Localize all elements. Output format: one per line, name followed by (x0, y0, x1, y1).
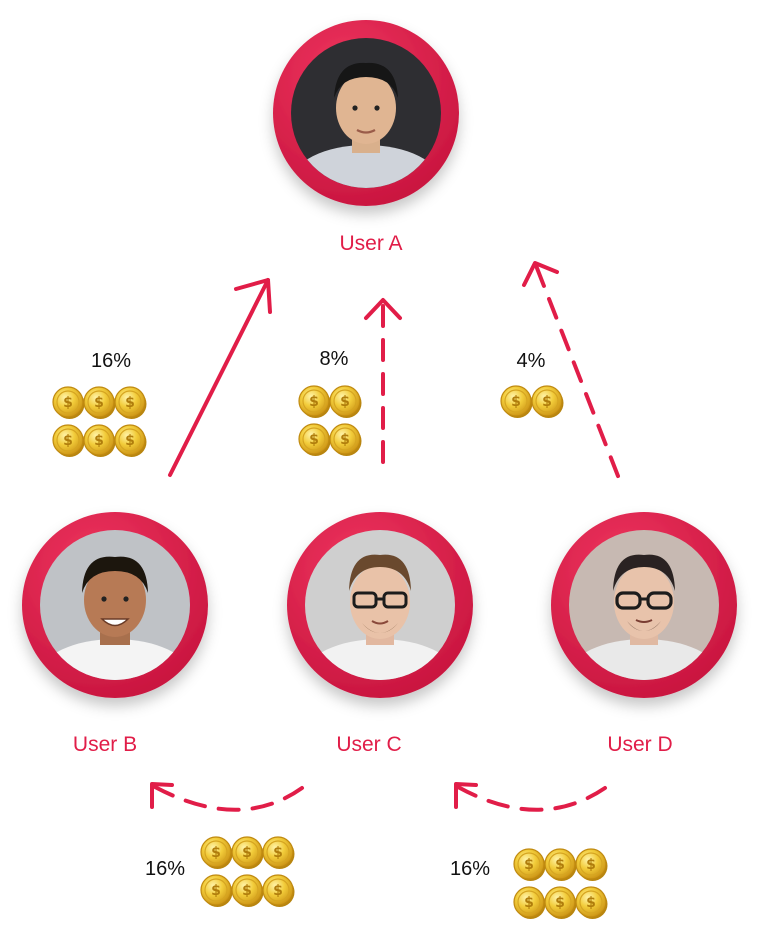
arrowhead-c-to-a (364, 298, 402, 320)
transfer-arrows (150, 261, 620, 812)
svg-text:$: $ (211, 845, 221, 861)
svg-text:$: $ (211, 883, 221, 899)
svg-text:$: $ (242, 883, 252, 899)
svg-text:$: $ (555, 857, 565, 873)
coin-stack: $ $ $ $ (298, 385, 362, 456)
coin-icon: $ (513, 886, 546, 919)
arrow-d-to-c (456, 785, 607, 812)
coin-icon: $ (500, 385, 533, 418)
coin-icon: $ (298, 423, 331, 456)
user-label-a: User A (339, 232, 403, 255)
svg-text:$: $ (586, 895, 596, 911)
avatar-user-c (287, 512, 473, 698)
svg-text:$: $ (94, 395, 104, 411)
coin-stack: $ $ $ $ $ $ (200, 836, 295, 907)
svg-text:$: $ (125, 395, 135, 411)
coin-stack: $$ (500, 385, 564, 418)
avatar-user-b (22, 512, 208, 698)
coin-icon: $ (114, 386, 147, 419)
coin-icon: $ (262, 874, 295, 907)
svg-text:$: $ (555, 895, 565, 911)
percent-c-to-b: 16% (144, 858, 186, 880)
coin-icon: $ (329, 385, 362, 418)
percent-d-to-a: 4% (516, 350, 546, 372)
arrowhead-d-to-c (454, 782, 478, 809)
coin-icon: $ (52, 386, 85, 419)
coin-icon: $ (531, 385, 564, 418)
svg-text:$: $ (511, 394, 521, 410)
svg-text:$: $ (242, 845, 252, 861)
coin-icon: $ (298, 385, 331, 418)
svg-text:$: $ (125, 433, 135, 449)
coin-icon: $ (231, 874, 264, 907)
svg-text:$: $ (542, 394, 552, 410)
svg-text:$: $ (273, 845, 283, 861)
coin-icon: $ (83, 386, 116, 419)
svg-text:$: $ (309, 394, 319, 410)
svg-text:$: $ (273, 883, 283, 899)
coin-icon: $ (83, 424, 116, 457)
percent-c-to-a: 8% (319, 348, 349, 370)
coin-icon: $ (329, 423, 362, 456)
arrowhead-c-to-b (150, 782, 174, 809)
avatar-user-d (551, 512, 737, 698)
arrowhead-b-to-a (234, 278, 272, 314)
svg-text:$: $ (586, 857, 596, 873)
coin-icon: $ (231, 836, 264, 869)
user-label-b: User B (72, 733, 138, 756)
avatar-user-a (273, 20, 459, 206)
arrow-c-to-b (153, 785, 304, 812)
coin-icon: $ (200, 874, 233, 907)
svg-text:$: $ (63, 433, 73, 449)
coin-stack: $ $ $ $ $ $ (52, 386, 147, 457)
coin-icon: $ (575, 848, 608, 881)
svg-text:$: $ (63, 395, 73, 411)
user-label-d: User D (607, 733, 673, 756)
coin-icon: $ (575, 886, 608, 919)
percent-d-to-c: 16% (449, 858, 491, 880)
arrowhead-d-to-a (522, 261, 559, 287)
arrow-d-to-a (533, 261, 620, 478)
svg-text:$: $ (340, 394, 350, 410)
svg-text:$: $ (309, 432, 319, 448)
coin-icon: $ (262, 836, 295, 869)
coin-icon: $ (200, 836, 233, 869)
arrow-b-to-a (168, 278, 270, 477)
user-label-c: User C (336, 733, 402, 756)
coin-icon: $ (544, 848, 577, 881)
svg-text:$: $ (524, 895, 534, 911)
svg-text:$: $ (524, 857, 534, 873)
percent-b-to-a: 16% (90, 350, 132, 372)
coin-icon: $ (544, 886, 577, 919)
coin-icon: $ (114, 424, 147, 457)
svg-text:$: $ (340, 432, 350, 448)
coin-icon: $ (513, 848, 546, 881)
coin-icon: $ (52, 424, 85, 457)
svg-text:$: $ (94, 433, 104, 449)
coin-stack: $ $ $ $ $ $ (513, 848, 608, 919)
coin-layer: $$$$$$$$$$$$$$$$$$$$$$$$ (52, 385, 608, 919)
